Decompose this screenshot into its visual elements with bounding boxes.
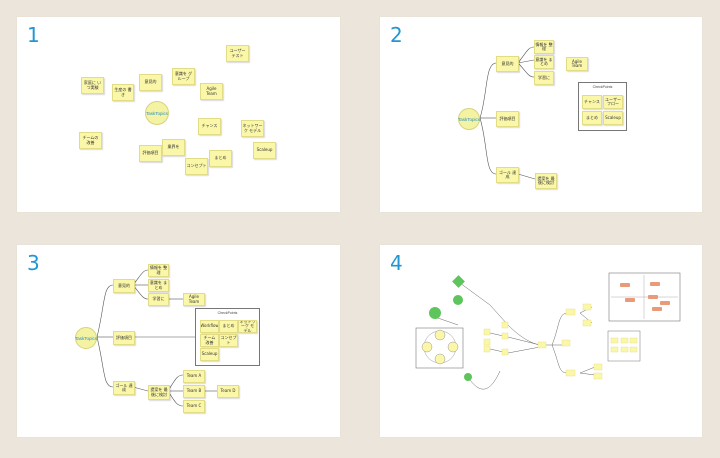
group-note[interactable]: Scaleup xyxy=(603,111,623,125)
connector-line xyxy=(489,332,541,346)
leaf-note[interactable]: Team D xyxy=(217,385,239,398)
branch-note[interactable]: ゴール 達成 xyxy=(496,167,519,183)
branch-note[interactable]: 意見的 xyxy=(113,279,135,293)
connector-line xyxy=(579,366,596,374)
branch-note[interactable]: 評価項目 xyxy=(496,111,519,127)
branch-line xyxy=(132,269,149,286)
group-note[interactable]: まとめ xyxy=(219,320,238,333)
connector-line xyxy=(434,316,459,326)
sticky-note[interactable]: チャンス xyxy=(198,118,221,135)
group-note[interactable]: Scaleup xyxy=(200,348,219,361)
sticky-note[interactable]: ユーザー テスト xyxy=(226,45,249,62)
leaf-note[interactable]: Agile Team xyxy=(183,293,205,306)
sticky-note[interactable]: コンセプト xyxy=(185,158,208,175)
circle-cluster xyxy=(421,329,459,365)
branch-line xyxy=(517,173,536,180)
group-note[interactable]: ユーザー フロー xyxy=(603,95,623,109)
sticky-note[interactable]: 家庭に いつ実験 xyxy=(81,77,104,94)
leaf-note[interactable]: Team B xyxy=(183,385,205,398)
group-note[interactable]: ネットワーク モデル xyxy=(238,320,257,333)
sticky-note[interactable]: 業界を xyxy=(162,139,185,156)
leaf-note[interactable]: 学習に xyxy=(148,293,169,306)
leaf-note[interactable]: 学習に xyxy=(534,71,554,85)
leaf-note[interactable]: 提案を 最後に検討 xyxy=(148,385,170,400)
leaf-note[interactable]: Team A xyxy=(183,370,205,383)
group-note[interactable]: チャンス xyxy=(582,95,602,109)
group-note[interactable]: Workflow xyxy=(200,320,219,333)
group-note[interactable]: まとめ xyxy=(582,111,602,125)
connector-line xyxy=(489,346,541,354)
slide-panel-2[interactable]: 2 TaskTopics 意見的 評価項目 ゴール 達成 情報を 整理 意識を … xyxy=(380,17,702,212)
connector-line xyxy=(551,344,569,374)
group-title: CheckPoints xyxy=(217,311,238,315)
panel-number: 2 xyxy=(390,23,403,47)
branch-note[interactable]: 評価項目 xyxy=(113,331,135,345)
checkpoints-group[interactable]: CheckPoints Workflow まとめ ネットワーク モデル チーム … xyxy=(195,308,260,366)
connector-lines xyxy=(96,269,217,407)
center-topic[interactable]: TaskTopics xyxy=(75,327,97,349)
sticky-note[interactable]: Agile Team xyxy=(200,83,223,100)
orange-chips xyxy=(620,282,670,311)
small-group-frame xyxy=(607,330,641,362)
sticky-note[interactable]: 意識を グループ xyxy=(172,68,195,85)
connector-line xyxy=(507,324,541,346)
connector-line xyxy=(459,282,509,326)
small-notes xyxy=(483,303,638,380)
group-note[interactable]: コンセプト xyxy=(219,334,238,347)
branch-line xyxy=(167,374,184,392)
slide-panel-4[interactable]: 4 xyxy=(380,245,702,437)
leaf-note[interactable]: 情報を 整理 xyxy=(534,40,554,54)
panel-number: 3 xyxy=(27,251,40,275)
leaf-note[interactable]: 情報を 整理 xyxy=(148,264,169,277)
branch-line xyxy=(96,284,114,338)
center-topic[interactable]: TaskTopics xyxy=(145,101,169,125)
panel-number: 4 xyxy=(390,251,403,275)
sticky-note[interactable]: 評価項目 xyxy=(139,145,162,162)
group-note[interactable]: チーム 改善 xyxy=(200,334,219,347)
branch-line xyxy=(96,336,114,388)
center-topic[interactable]: TaskTopics xyxy=(458,108,480,130)
sticky-note[interactable]: 意見的 xyxy=(139,74,162,91)
branch-line xyxy=(167,390,184,407)
green-nodes xyxy=(429,275,472,381)
branch-line xyxy=(517,59,535,64)
leaf-note[interactable]: 意識を まとめ xyxy=(148,279,169,292)
checkpoints-group[interactable]: CheckPoints チャンス ユーザー フロー まとめ Scaleup xyxy=(578,82,627,131)
branch-line xyxy=(517,62,535,78)
connector-line xyxy=(467,370,501,390)
sticky-note[interactable]: Scaleup xyxy=(253,142,276,159)
cluster-frame xyxy=(415,327,464,369)
branch-note[interactable]: 意見的 xyxy=(496,56,519,72)
connector-line xyxy=(579,372,596,376)
slide-panel-1[interactable]: 1 TaskTopics 家庭に いつ実験 生産の 書き 意見的 意識を グルー… xyxy=(17,17,340,212)
sticky-note[interactable]: ネットワーク モデル xyxy=(241,120,264,137)
connector-lines xyxy=(479,46,536,180)
branch-line xyxy=(479,117,497,175)
panel-number: 1 xyxy=(27,23,40,47)
branch-line xyxy=(132,284,149,300)
sticky-note[interactable]: チームの 改善 xyxy=(79,132,102,149)
leaf-note[interactable]: Team C xyxy=(183,400,205,413)
branch-line xyxy=(517,46,535,64)
leaf-note[interactable]: Agile Team xyxy=(566,57,588,71)
sticky-note[interactable]: まとめ xyxy=(209,150,232,167)
leaf-note[interactable]: 提案を 最後に検討 xyxy=(535,173,557,189)
branch-line xyxy=(132,386,149,392)
branch-line xyxy=(479,62,497,119)
leaf-note[interactable]: 意識を まとめ xyxy=(534,55,554,69)
slide-panel-3[interactable]: 3 TaskTopics 意見的 評価項目 ゴール 達成 情報を 整理 意識を … xyxy=(17,245,340,437)
branch-note[interactable]: ゴール 達成 xyxy=(113,381,135,395)
complex-diagram xyxy=(415,272,681,390)
sticky-note[interactable]: 生産の 書き xyxy=(112,84,134,101)
group-title: CheckPoints xyxy=(592,85,613,89)
